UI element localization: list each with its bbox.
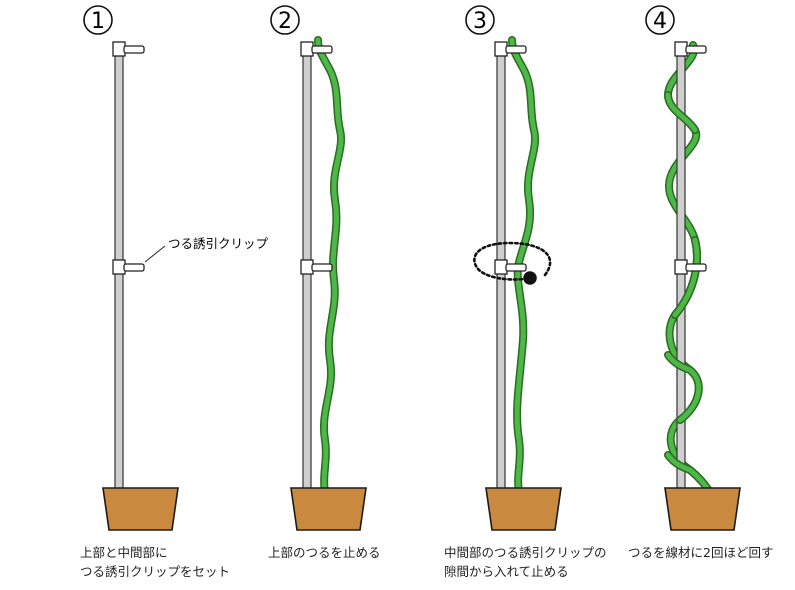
step-4-pot [664,487,741,531]
step-4-vine-front [665,352,702,423]
step-4-vine-front [665,452,713,495]
step-3-pot [485,487,562,531]
clip-icon [300,41,333,57]
step-1-figure: 1 つる誘引クリップ [83,5,269,531]
step-2-figure: 2 [270,5,367,531]
step-4-vine-front [672,237,700,318]
rotation-arrow-icon [473,241,552,285]
step-3-caption: 中間部のつる誘引クリップの 隙間から入れて止める [444,543,607,581]
step-4-caption: つるを線材に2回ほど回す [628,543,773,562]
step-3-caption-line2: 隙間から入れて止める [444,564,569,579]
step-1-number-circle [83,5,113,35]
step-2-vine [315,37,344,495]
step-4-caption-line1: つるを線材に2回ほど回す [628,545,774,560]
clip-icon [112,41,145,57]
clip-icon [674,41,707,57]
step-2-pot [290,487,367,531]
step-1-caption: 上部と中間部に つる誘引クリップをセット [80,543,230,581]
step-3-number-circle [465,5,495,35]
step-4-vine-front [665,92,698,133]
step-3-figure: 3 [465,5,562,531]
clip-icon [494,41,527,57]
step-3-caption-line1: 中間部のつる誘引クリップの [444,545,607,560]
step-2-caption: 上部のつるを止める [268,543,381,562]
step-3-number: 3 [473,9,487,34]
step-2-number: 2 [278,9,292,34]
clip-leader-line [144,245,166,263]
step-4-number-circle [645,5,675,35]
step-4-number: 4 [653,9,667,34]
step-3-vine [509,37,538,495]
step-1-number: 1 [91,9,105,34]
step-1-pot [102,487,179,531]
clip-icon [112,259,145,275]
step-4-figure: 4 [645,5,741,531]
step-2-number-circle [270,5,300,35]
clip-icon [300,259,333,275]
step-2-caption-line1: 上部のつるを止める [268,545,381,560]
step-1-caption-line2: つる誘引クリップをセット [80,564,231,579]
clip-icon [494,259,527,275]
clip-icon [674,259,707,275]
clip-label: つる誘引クリップ [168,236,269,251]
step-1-caption-line1: 上部と中間部に [80,545,168,560]
